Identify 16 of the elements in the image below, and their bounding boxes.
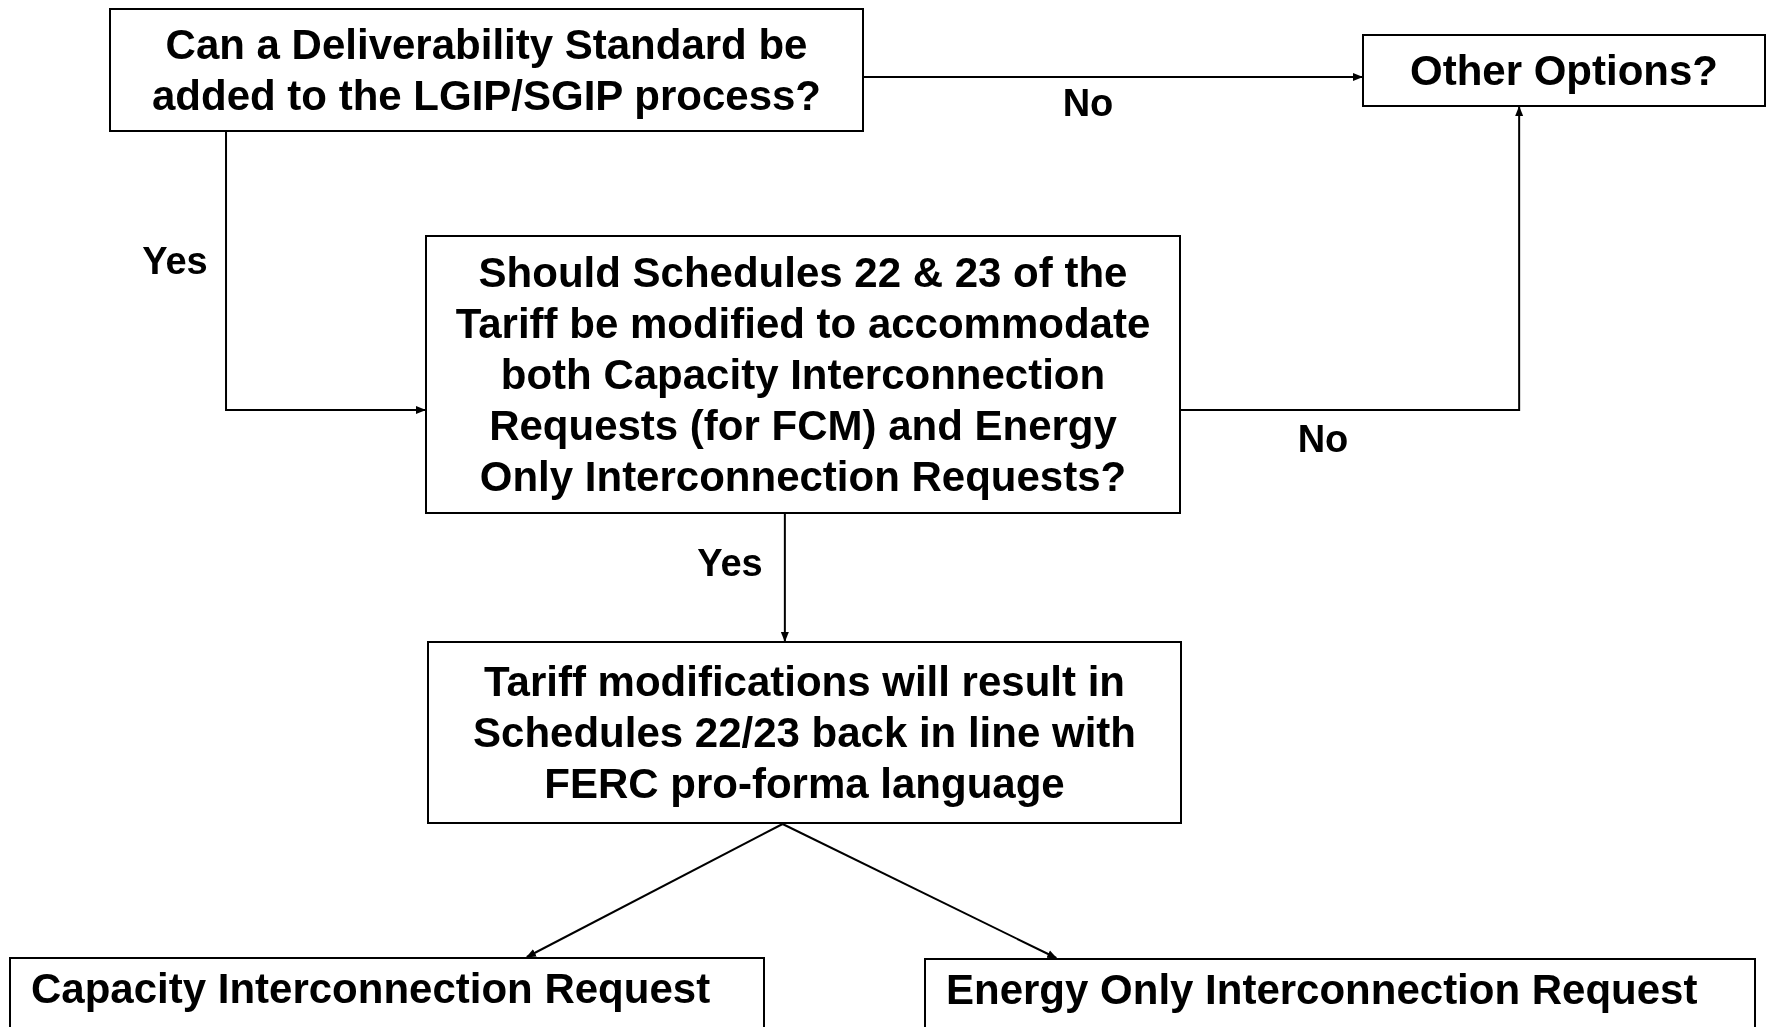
arrow xyxy=(225,131,426,414)
arrow xyxy=(1180,106,1524,411)
box-text: Capacity Interconnection Request xyxy=(31,964,711,1014)
box-text: Energy Only Interconnection Request xyxy=(946,965,1698,1015)
process-box xyxy=(109,8,864,132)
box-text: Tariff modifications will result in Schedules 22/23 back in line with FERC pro-forma language xyxy=(472,657,1137,809)
arrow xyxy=(525,823,784,958)
arrow xyxy=(780,513,789,642)
box-text: Other Options? xyxy=(1410,46,1718,96)
arrow xyxy=(863,72,1363,81)
process-box xyxy=(1362,34,1766,107)
box-text: Should Schedules 22 & 23 of the Tariff be modified to accommodate both Capacity Interconnection Requests (for FCM) and Energy Only Interconnection Requests? xyxy=(454,248,1152,502)
process-box xyxy=(425,235,1181,514)
box-text: Can a Deliverability Standard be added to the LGIP/SGIP process? xyxy=(151,20,822,121)
process-box xyxy=(427,641,1182,824)
arrow xyxy=(781,823,1058,959)
